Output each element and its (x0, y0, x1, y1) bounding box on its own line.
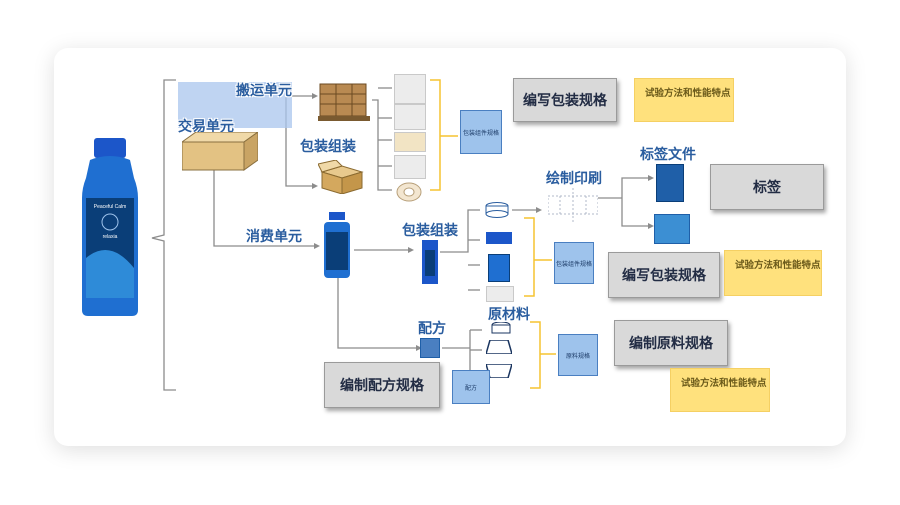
barcode-icon (394, 104, 426, 130)
mid-bottle-icon (420, 240, 440, 289)
yellow-bracket-mid (524, 217, 535, 297)
label-file-icon-2 (654, 214, 690, 244)
bottle-icon: Peaceful Calm relaxia (82, 138, 138, 316)
label-formula: 配方 (418, 320, 446, 336)
label-draw-print: 绘制印刷 (546, 170, 602, 186)
cap-icon (484, 202, 510, 223)
raw-tray-icon-1 (485, 339, 513, 359)
write-pack-spec-top: 编写包装规格 (513, 78, 617, 122)
yellow-bracket-bottom (530, 321, 541, 389)
svg-text:Peaceful Calm: Peaceful Calm (94, 204, 127, 210)
label-sheet-icon (394, 74, 426, 104)
raw-jar-icon (490, 321, 512, 341)
dieline-icon (547, 188, 599, 227)
label-file-icon-1 (656, 164, 684, 202)
write-raw-spec: 编制原料规格 (614, 320, 728, 366)
label-label-files: 标签文件 (640, 146, 696, 162)
write-formula-spec: 编制配方规格 (324, 362, 440, 408)
shipping-unit-highlight (178, 82, 292, 128)
formula-icon (420, 338, 440, 358)
pallet-boxes-icon (318, 80, 370, 127)
carton-box-icon (180, 131, 260, 177)
label-consumer-unit: 消费单元 (246, 228, 302, 244)
insert-thumb-icon (486, 286, 514, 302)
foam-thumb-icon (394, 155, 426, 179)
consumer-bottle-icon (322, 212, 352, 283)
test-methods-top: 试验方法和性能特点 (634, 78, 734, 122)
label-trade-unit: 交易单元 (178, 118, 234, 134)
carton-thumb-icon (394, 132, 426, 152)
formula-small-box: 配方 (452, 370, 490, 404)
tape-roll-icon (396, 182, 422, 207)
test-methods-mid: 试验方法和性能特点 (724, 250, 822, 296)
label-package-assembly-top: 包装组装 (300, 138, 356, 154)
label-raw-materials: 原材料 (488, 306, 530, 322)
raw-spec-box: 原料规格 (558, 334, 598, 376)
container-icon (488, 254, 510, 282)
test-methods-bottom: 试验方法和性能特点 (670, 368, 770, 412)
label-box: 标签 (710, 164, 824, 210)
label-strip-icon (486, 232, 512, 244)
pack-component-spec-top: 包装组件规格 (460, 110, 502, 154)
yellow-bracket-top (430, 79, 441, 191)
label-package-assembly-mid: 包装组装 (402, 222, 458, 238)
open-box-icon (317, 159, 366, 199)
write-pack-spec-mid: 编写包装规格 (608, 252, 720, 298)
svg-text:relaxia: relaxia (103, 234, 118, 240)
pack-component-spec-mid: 包装组件规格 (554, 242, 594, 284)
left-brace (151, 79, 176, 391)
label-shipping-unit: 搬运单元 (236, 82, 292, 98)
